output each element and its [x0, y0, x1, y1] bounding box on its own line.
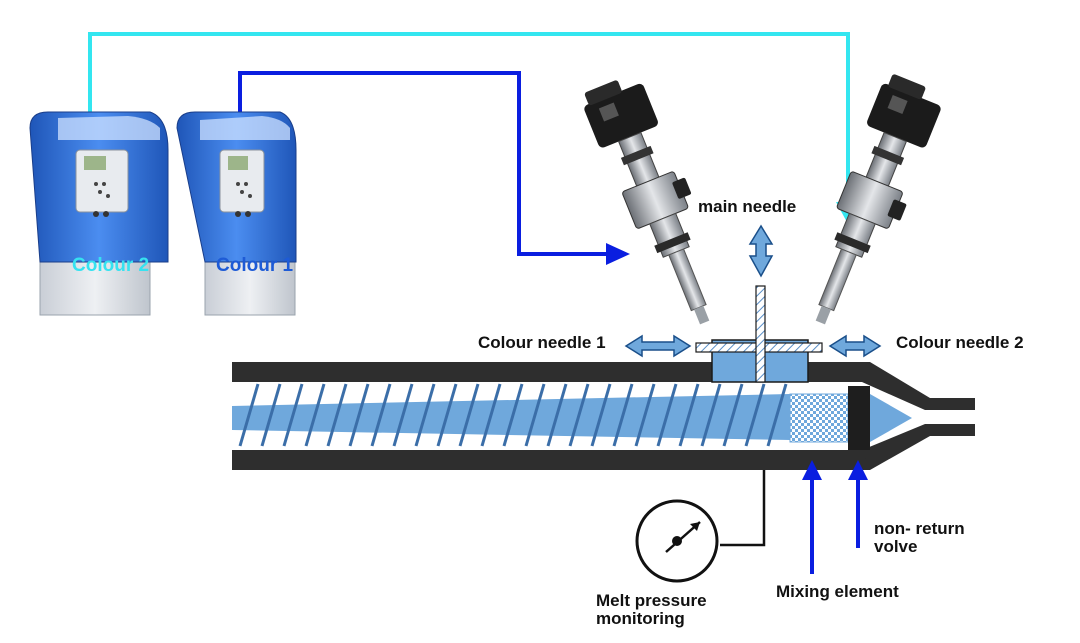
melt-pressure-label-line1: Melt pressure: [596, 591, 707, 610]
screw-flight: [392, 383, 414, 447]
screw-flight: [656, 383, 678, 447]
non-return-valve: [848, 386, 870, 450]
barrel: [232, 362, 975, 470]
screw-flight: [524, 383, 546, 447]
screw-flight: [590, 383, 612, 447]
colour-needle-2-label: Colour needle 2: [896, 333, 1024, 352]
non-return-valve-label-line1: non- return: [874, 519, 965, 538]
colour1-feed-line: [238, 71, 610, 256]
colour-needle-1-arrow-icon: [624, 334, 692, 358]
main-needle-rod: [755, 285, 766, 383]
screw-flight: [546, 383, 568, 447]
screw-flight: [304, 383, 326, 447]
colour2-label: Colour 2: [72, 255, 150, 276]
non-return-valve-label: non- return volve: [874, 520, 965, 556]
colour2-feed-line: [88, 32, 850, 206]
screw-flight: [282, 383, 304, 447]
main-needle-label: main needle: [698, 197, 797, 216]
screw-flight: [678, 383, 700, 447]
needle-valve-right-icon: [790, 70, 951, 337]
dosing-unit-colour2: [29, 111, 169, 316]
screw-flight: [700, 383, 722, 447]
screw-flight: [568, 383, 590, 447]
screw-flight: [436, 383, 458, 447]
mixing-element-label: Mixing element: [776, 582, 899, 601]
main-needle-arrow-icon: [748, 224, 774, 278]
screw-flight: [766, 383, 788, 447]
screw-flight: [634, 383, 656, 447]
non-return-valve-arrow-icon: [848, 460, 868, 548]
pressure-line: [720, 470, 766, 547]
melt-pressure-label-line2: monitoring: [596, 608, 685, 628]
mixing-element-arrow-icon: [802, 460, 822, 574]
pressure-gauge-icon: [635, 499, 719, 583]
screw-flight: [744, 383, 766, 447]
screw-flight: [238, 383, 260, 447]
screw-flight: [722, 383, 744, 447]
screw-flight: [612, 383, 634, 447]
colour1-label: Colour 1: [216, 255, 294, 276]
screw-flight: [458, 383, 480, 447]
colour1-feed-arrowhead: [606, 243, 630, 265]
dosing-unit-colour1: [176, 111, 297, 316]
screw-flight: [502, 383, 524, 447]
colour-needle-2-arrow-icon: [828, 334, 882, 358]
screw-flight: [370, 383, 392, 447]
non-return-valve-label-line2: volve: [874, 536, 918, 556]
screw-flight: [260, 383, 282, 447]
screw-flight: [326, 383, 348, 447]
screw-flight: [414, 383, 436, 447]
melt-pressure-label: Melt pressure monitoring: [596, 592, 707, 628]
screw: [232, 383, 790, 447]
screw-flight: [480, 383, 502, 447]
screw-flight: [348, 383, 370, 447]
mixing-element: [789, 393, 849, 443]
screw-tip: [870, 394, 912, 442]
colour-needle-1-label: Colour needle 1: [478, 333, 606, 352]
